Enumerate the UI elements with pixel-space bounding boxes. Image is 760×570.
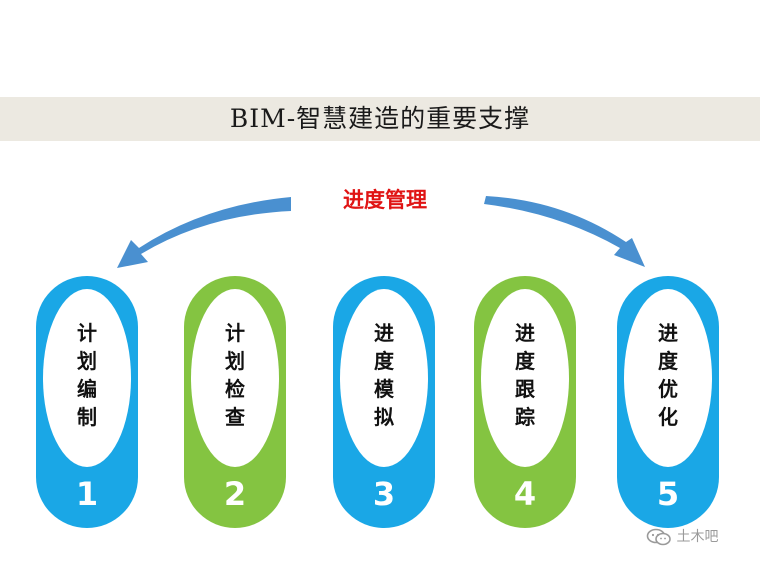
right-curved-arrow xyxy=(484,196,645,267)
step-char: 进 xyxy=(515,321,535,345)
step-label: 进 度 优 化 xyxy=(624,319,712,431)
step-label: 计 划 检 查 xyxy=(191,319,279,431)
step-char: 计 xyxy=(225,321,245,345)
watermark-text: 土木吧 xyxy=(676,529,719,545)
step-char: 度 xyxy=(374,349,394,373)
step-char: 编 xyxy=(77,377,97,401)
step-oval: 进 度 模 拟 xyxy=(340,289,428,467)
step-label: 进 度 跟 踪 xyxy=(481,319,569,431)
step-number: 5 xyxy=(656,475,680,513)
step-card-1: 计 划 编 制 1 xyxy=(36,276,138,528)
step-char: 度 xyxy=(515,349,535,373)
step-number: 1 xyxy=(75,475,99,513)
wechat-icon xyxy=(646,528,672,546)
step-card-4: 进 度 跟 踪 4 xyxy=(474,276,576,528)
subtitle: 进度管理 xyxy=(343,188,427,212)
step-number: 4 xyxy=(513,475,537,513)
step-char: 进 xyxy=(374,321,394,345)
step-char: 拟 xyxy=(374,405,394,429)
step-card-3: 进 度 模 拟 3 xyxy=(333,276,435,528)
left-curved-arrow xyxy=(117,197,291,268)
step-number: 2 xyxy=(223,475,247,513)
step-char: 进 xyxy=(658,321,678,345)
step-char: 跟 xyxy=(515,377,535,401)
step-char: 划 xyxy=(225,349,245,373)
step-char: 检 xyxy=(225,377,245,401)
step-char: 优 xyxy=(658,377,678,401)
step-char: 踪 xyxy=(515,405,535,429)
step-label: 计 划 编 制 xyxy=(43,319,131,431)
step-char: 计 xyxy=(77,321,97,345)
step-card-5: 进 度 优 化 5 xyxy=(617,276,719,528)
step-char: 度 xyxy=(658,349,678,373)
watermark: 土木吧 xyxy=(646,526,746,548)
step-label: 进 度 模 拟 xyxy=(340,319,428,431)
step-oval: 计 划 编 制 xyxy=(43,289,131,467)
page-title: BIM-智慧建造的重要支撑 xyxy=(229,104,531,133)
step-oval: 进 度 优 化 xyxy=(624,289,712,467)
step-oval: 计 划 检 查 xyxy=(191,289,279,467)
step-char: 模 xyxy=(374,377,394,401)
step-oval: 进 度 跟 踪 xyxy=(481,289,569,467)
step-number: 3 xyxy=(372,475,396,513)
step-char: 化 xyxy=(658,405,678,429)
title-band: BIM-智慧建造的重要支撑 xyxy=(0,97,760,141)
step-char: 划 xyxy=(77,349,97,373)
step-char: 制 xyxy=(77,405,97,429)
step-char: 查 xyxy=(225,405,245,429)
step-card-2: 计 划 检 查 2 xyxy=(184,276,286,528)
